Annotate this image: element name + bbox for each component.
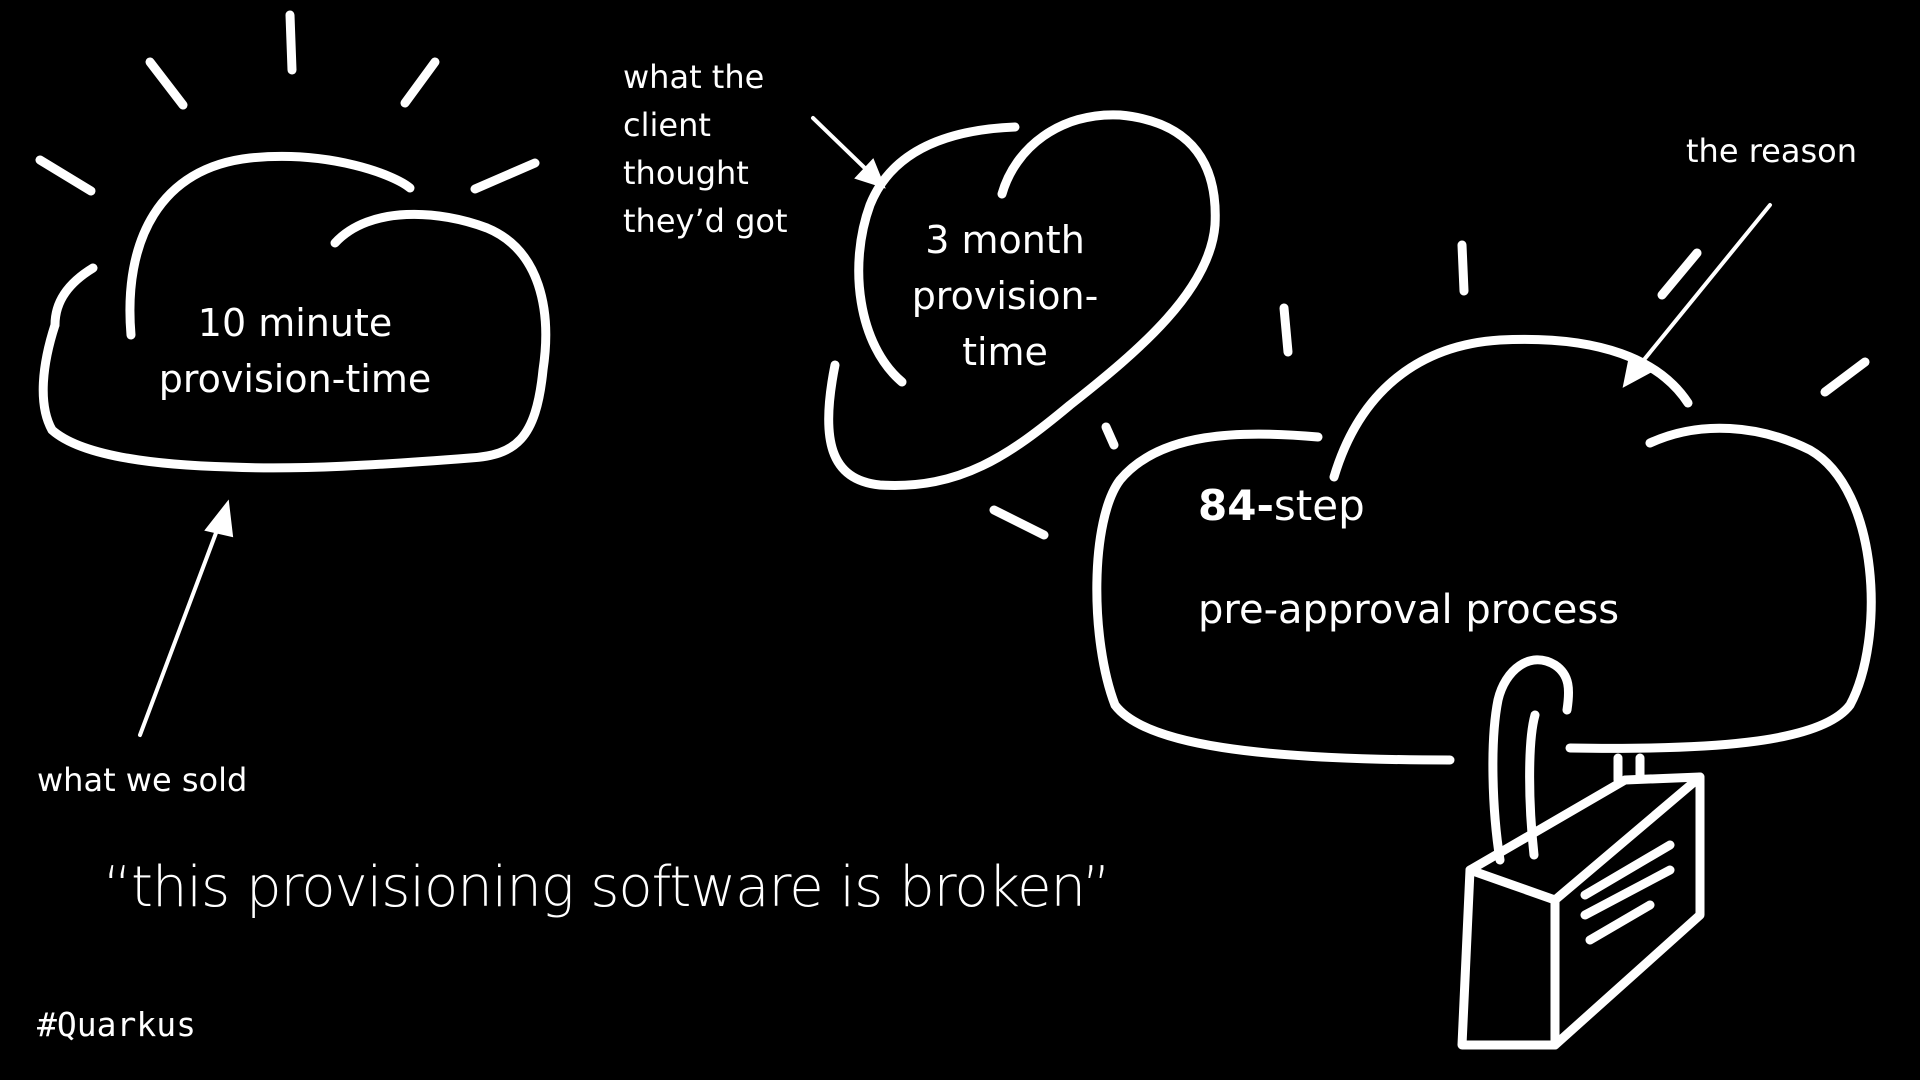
cloud-reason-outline-right: [1565, 423, 1876, 753]
cloud-thought-rays-icon: [989, 422, 1119, 540]
cloud-reason-step-bold: 84-: [1198, 481, 1274, 530]
cloud-reason-outline-left: [1092, 429, 1455, 765]
cloud-thought-outline-top: [854, 122, 1020, 387]
annotation-thought-line1: what the: [623, 58, 765, 96]
annotation-thought-line3: thought: [623, 154, 749, 192]
quote: “this provisioning software is broken”: [103, 855, 1111, 920]
padlock-shackle: [1488, 655, 1573, 865]
cloud-thought-outline-right: [824, 110, 1220, 490]
padlock-icon: [1457, 655, 1705, 1050]
annotation-what-we-sold: what we sold: [37, 761, 248, 799]
cloud-sold-line2: provision-time: [158, 357, 432, 401]
annotation-what-client-thought: what the client thought they’d got: [623, 53, 788, 245]
cloud-thought-line1: 3 month: [925, 218, 1085, 262]
arrow-thought-icon: [811, 116, 886, 189]
cloud-reason-outline-top: [1329, 334, 1693, 482]
padlock-body: [1457, 772, 1705, 1050]
cloud-thought-label: 3 month provision- time: [890, 212, 1120, 380]
cloud-reason-step: 84-step: [1198, 478, 1365, 534]
padlock-body-top: [1465, 772, 1705, 905]
cloud-sold-label: 10 minute provision-time: [140, 295, 450, 407]
cloud-thought-line3: time: [962, 330, 1048, 374]
hashtag: #Quarkus: [37, 1005, 196, 1044]
padlock-ring: [1613, 753, 1645, 785]
cloud-sold-outline-right: [38, 209, 551, 473]
arrow-reason-icon: [1622, 203, 1772, 388]
cloud-reason-icon: [1092, 334, 1876, 765]
cloud-sold-icon: [38, 151, 551, 473]
cloud-sold-line1: 10 minute: [197, 301, 393, 345]
annotation-thought-line2: client: [623, 106, 711, 144]
cloud-sold-outline-left: [50, 263, 98, 330]
cloud-reason-rays-icon: [1279, 240, 1870, 397]
cloud-thought-line2: provision-: [911, 274, 1099, 318]
cloud-sold-outline: [125, 151, 415, 340]
annotation-thought-line4: they’d got: [623, 202, 788, 240]
arrow-sold-icon: [138, 499, 234, 737]
cloud-reason-step-rest: step: [1273, 481, 1365, 530]
sun-rays-icon: [35, 10, 540, 196]
cloud-reason-process: pre-approval process: [1198, 587, 1620, 633]
cloud-thought-icon: [824, 110, 1220, 490]
annotation-the-reason: the reason: [1686, 132, 1857, 170]
